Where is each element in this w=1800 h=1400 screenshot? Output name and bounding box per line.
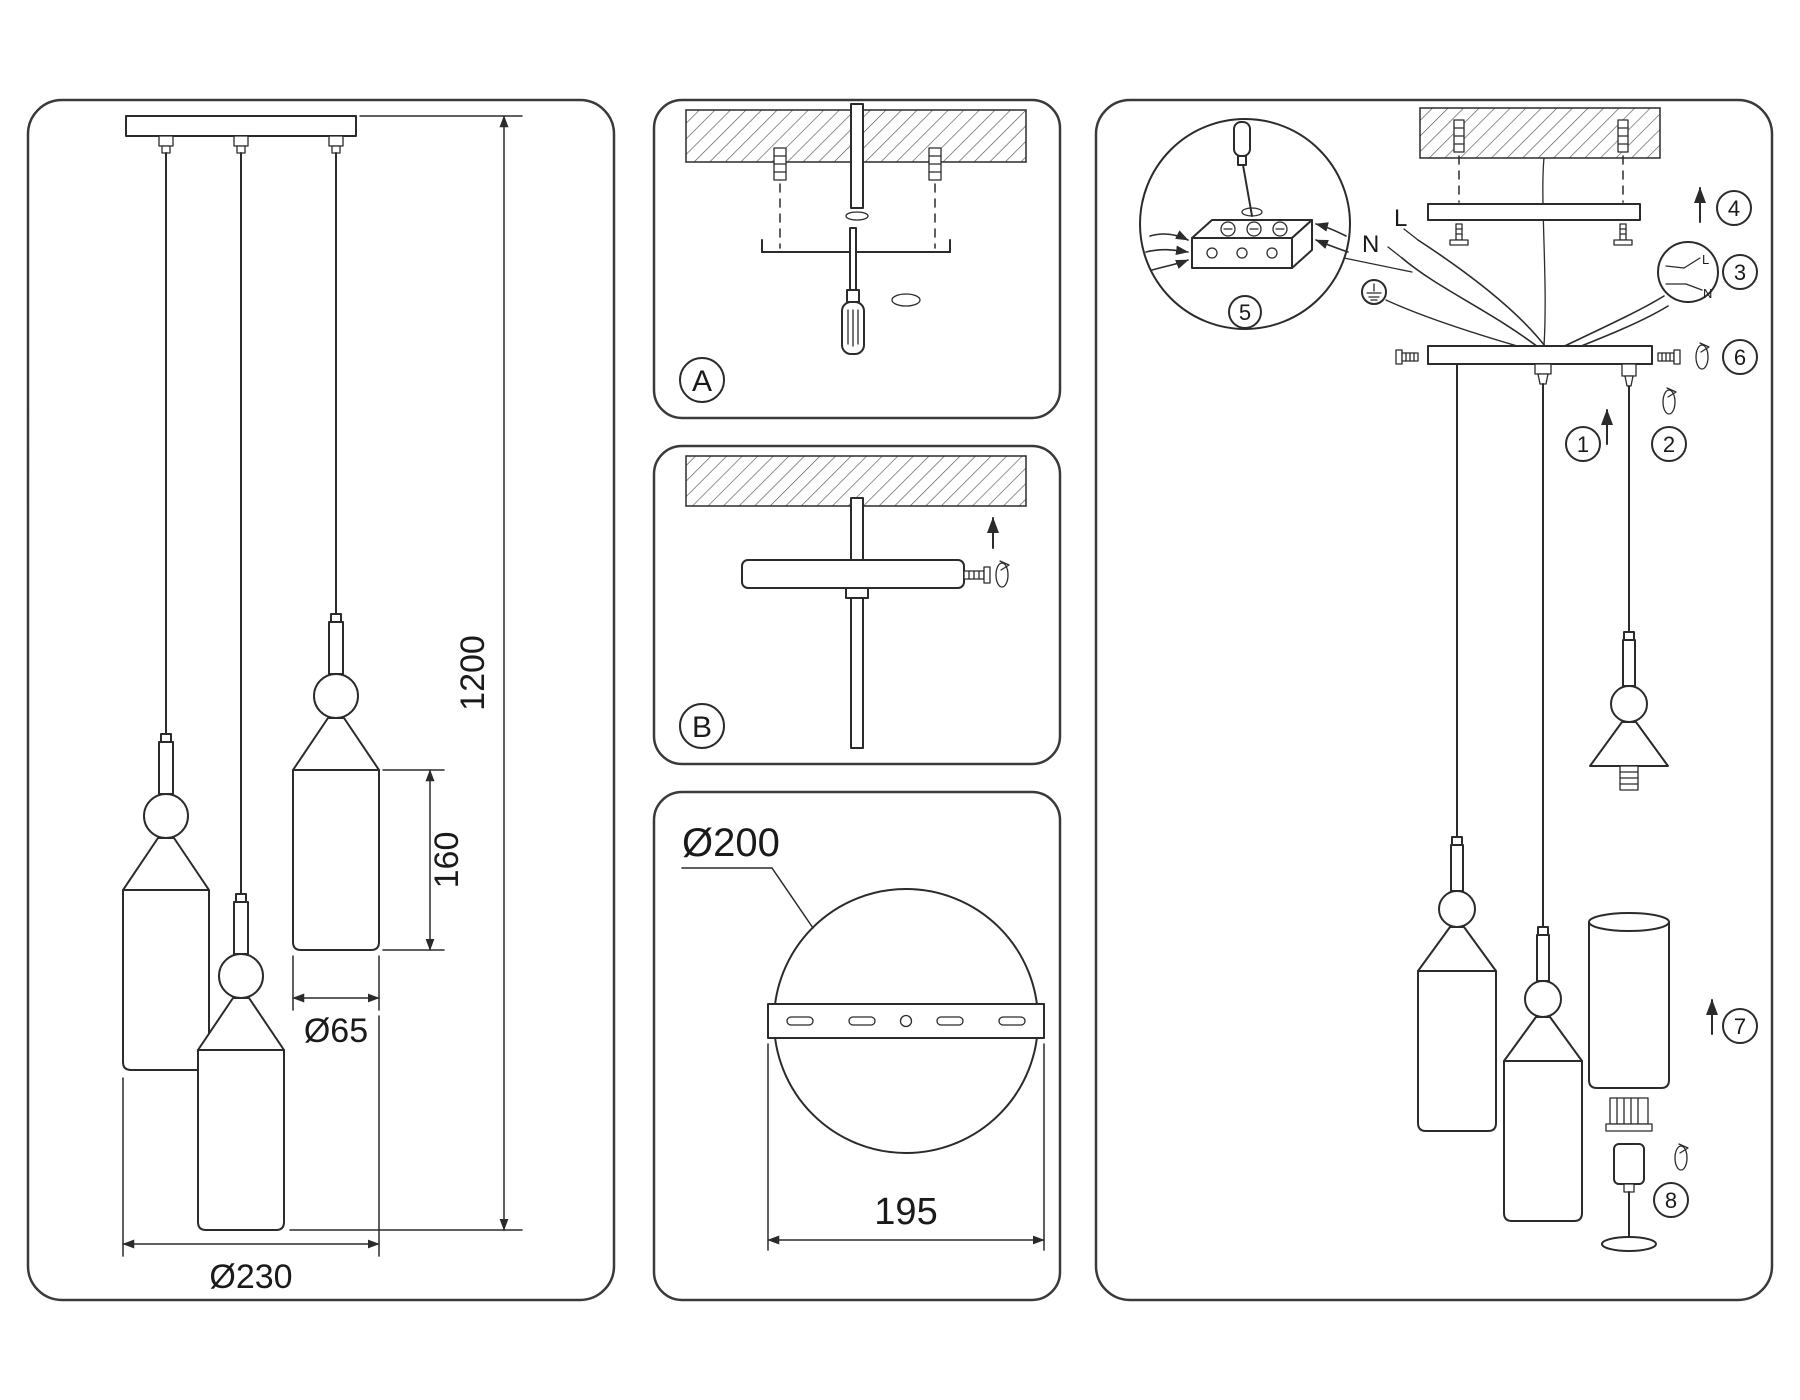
step1-label: 1 (1577, 432, 1589, 457)
step4-badge: 4 (1716, 190, 1752, 226)
dim-total-height-label: 1200 (454, 635, 492, 711)
mounting-strip (767, 1003, 1045, 1039)
dimension-overall-diameter: Ø230 (122, 1015, 380, 1296)
threaded-rod-b (850, 497, 864, 563)
terminal-detail-circle: 5 (1139, 118, 1413, 330)
canopy-side-screws (1395, 349, 1681, 365)
assembly-pendant-left (1417, 836, 1497, 1132)
wall-anchors (773, 147, 942, 249)
threaded-socket (1605, 1097, 1653, 1132)
canopy-boss (845, 587, 869, 599)
dimension-total-height: 1200 (289, 115, 523, 1231)
nut (891, 293, 921, 307)
canopy-diameter-label: Ø200 (682, 821, 780, 865)
canopy-detail-panel-border (652, 790, 1062, 1302)
supply-wires: N L (1362, 205, 1669, 357)
step5-label: 5 (1239, 300, 1251, 325)
step7-label: 7 (1734, 1014, 1746, 1039)
step6-label: 6 (1734, 345, 1746, 370)
pendant-middle (197, 893, 285, 1231)
step-a-badge: A (679, 357, 725, 403)
step2-label: 2 (1663, 432, 1675, 457)
threaded-rod (850, 103, 864, 209)
ground-icon (1361, 279, 1387, 305)
step6-badge: 6 (1722, 339, 1758, 375)
detail-wire-neutral-label: N (1703, 286, 1712, 301)
step-b-panel: B (679, 455, 1027, 749)
canopy-detail-panel: Ø200 195 (681, 821, 1045, 1251)
cord-fitting (1621, 363, 1637, 387)
side-screw (963, 566, 991, 584)
detail-leader (1343, 257, 1413, 273)
pendant-left (122, 733, 210, 1071)
step3-badge: 3 (1722, 254, 1758, 290)
terminal-block (1191, 219, 1313, 269)
dim-shade-height-label: 160 (428, 832, 466, 889)
step4-label: 4 (1728, 196, 1740, 221)
wire-neutral-label: N (1362, 231, 1379, 258)
dimensions-panel: 1200 160 Ø65 Ø230 (122, 115, 523, 1296)
assembly-anchors (1453, 119, 1629, 203)
wire-joint-detail-circle: L N (1657, 241, 1719, 303)
exploded-pendant (1588, 631, 1670, 1252)
step2-badge: 2 (1651, 426, 1687, 462)
step-b-label: B (692, 711, 712, 744)
separate-shade (1588, 912, 1670, 1089)
canopy-center-grip (1534, 363, 1552, 385)
step-b-badge: B (679, 703, 725, 749)
pendant-cords (165, 152, 337, 895)
dimension-shade-height: 160 (382, 769, 466, 951)
wire-live-label: L (1394, 205, 1407, 232)
assembly-panel: 4 (1139, 107, 1758, 1252)
down-tube (850, 597, 864, 749)
threaded-nipple (1619, 765, 1639, 791)
leader-line (771, 867, 814, 929)
terminal-wires (1145, 222, 1349, 271)
step8-badge: 8 (1653, 1182, 1689, 1218)
rod-washer (845, 211, 869, 221)
strip-width-label: 195 (874, 1191, 937, 1233)
step1-badge: 1 (1565, 426, 1601, 462)
dimension-strip-width: 195 (767, 1043, 1045, 1251)
strip-slots (786, 1014, 1026, 1028)
step3-label: 3 (1734, 260, 1746, 285)
dim-overall-diameter-label: Ø230 (209, 1258, 292, 1296)
mains-cable (1542, 157, 1546, 347)
assembly-cords (1456, 363, 1630, 928)
assembly-pendant-middle (1503, 926, 1583, 1222)
screwdriver-small-icon (1233, 121, 1263, 217)
step5-badge: 5 (1228, 295, 1262, 329)
assembly-bracket (1427, 203, 1641, 221)
dim-shade-diameter-label: Ø65 (304, 1012, 368, 1050)
step7-badge: 7 (1722, 1008, 1758, 1044)
step8-label: 8 (1665, 1188, 1677, 1213)
step-a-label: A (692, 365, 712, 398)
screwdriver-icon (841, 227, 865, 355)
bracket-screws (1449, 223, 1633, 246)
assembly-canopy (1427, 345, 1653, 365)
pendant-right (292, 613, 380, 951)
dimension-shade-diameter: Ø65 (292, 955, 380, 1050)
detail-wire-live-label: L (1702, 252, 1709, 267)
lamp-bulb (1601, 1143, 1657, 1252)
canopy-plate (741, 559, 965, 589)
ceiling-plate (125, 115, 357, 137)
step-a-panel: A (679, 103, 1027, 403)
